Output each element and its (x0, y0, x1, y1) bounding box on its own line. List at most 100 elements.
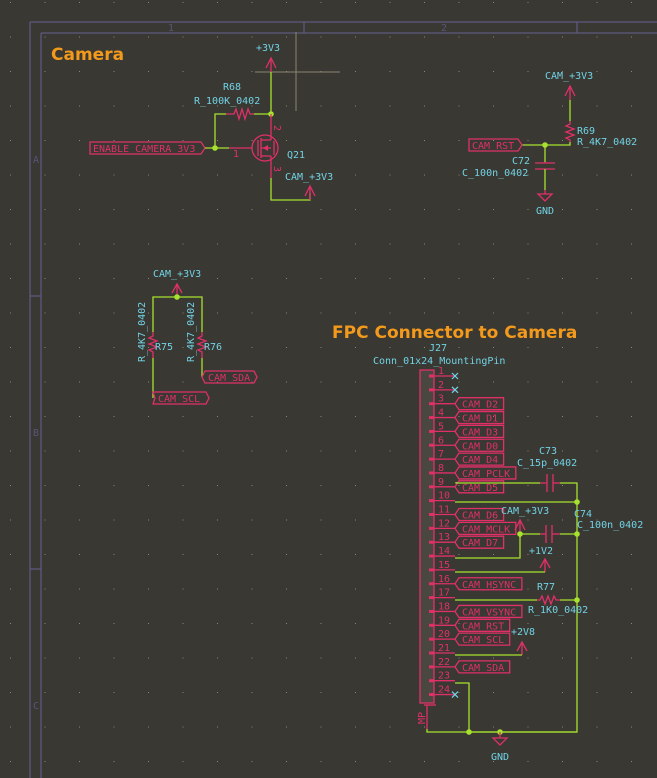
resistor-r77-icon[interactable] (537, 594, 560, 606)
grid-dot (286, 278, 287, 279)
r68-value: R_100K_0402 (194, 96, 260, 107)
mosfet-q21-icon[interactable] (229, 114, 279, 178)
label-cam-rst[interactable]: CAM_RST (468, 138, 523, 152)
grid-dot (355, 105, 356, 107)
reset-circuit[interactable]: CAM_+3V3 R69 R_4K7_0402 CAM_RST C72 C_10… (462, 71, 637, 217)
grid-dot (355, 381, 356, 383)
grid-dot (113, 657, 115, 659)
resistor-r69-icon[interactable] (564, 121, 576, 142)
connector-pin-17[interactable]: 17 (429, 588, 455, 600)
grid-dot (286, 588, 287, 590)
grid-dot (148, 105, 149, 107)
grid-dot (79, 657, 80, 659)
label-cam-scl[interactable]: CAM_SCL (152, 391, 210, 405)
net-label-cam-hsync[interactable]: CAM_HSYNC (454, 577, 523, 591)
net-label-cam-d2[interactable]: CAM_D2 (454, 397, 505, 411)
net-label-cam-mclk[interactable]: CAM_MCLK (454, 521, 517, 535)
connector-pin-3[interactable]: 3 CAM_D2 (429, 394, 505, 411)
resistor-r76-icon[interactable] (196, 332, 208, 358)
net-label-cam-d7[interactable]: CAM_D7 (454, 535, 505, 549)
connector-pin-10[interactable]: 10 (429, 491, 455, 503)
i2c-pullup-circuit[interactable]: CAM_+3V3 R75 R76 R_4K7_0402 R_4K7_0402 C… (137, 269, 258, 405)
capacitor-c73-icon[interactable] (540, 474, 560, 492)
capacitor-c74-icon[interactable] (540, 525, 560, 543)
grid-dot (562, 209, 563, 210)
net-label-cam-scl[interactable]: CAM_SCL (454, 632, 511, 646)
grid-dot (251, 174, 253, 176)
grid-dots (10, 2, 632, 762)
connector-pin-2[interactable]: 2 (429, 380, 459, 394)
connector-pin-23[interactable]: 23 (429, 671, 455, 683)
grid-dot (596, 2, 598, 3)
net-label-cam-d0[interactable]: CAM_D0 (454, 438, 505, 452)
grid-dot (113, 312, 115, 314)
rail-1v2-label: +1V2 (529, 546, 553, 557)
connector-j27[interactable]: J27 Conn_01x24_MountingPin 123CAM_D24CAM… (373, 343, 523, 729)
net-label-cam-d1[interactable]: CAM_D1 (454, 410, 505, 425)
grid-dot (44, 416, 46, 417)
net-label-cam-pclk[interactable]: CAM_PCLK (454, 466, 517, 480)
net-label-cam-d5[interactable]: CAM_D5 (454, 480, 505, 494)
net-label-cam-d4[interactable]: CAM_D4 (454, 452, 505, 466)
net-label-cam-d3[interactable]: CAM_D3 (454, 424, 505, 438)
connector-wiring[interactable]: C73 C_15p_0402 CAM_+3V3 C74 C_100n_0402 … (426, 446, 643, 763)
power-enable-circuit[interactable]: +3V3 R68 R_100K_0402 ENABLE_CAMERA_3V3 (89, 43, 333, 201)
net-label-cam-vsync[interactable]: CAM_VSYNC (454, 604, 523, 618)
grid-dot (527, 519, 529, 521)
grid-dot (458, 623, 460, 624)
resistor-r68-icon[interactable] (226, 106, 254, 122)
junction (574, 531, 580, 537)
grid-dot (389, 71, 391, 72)
grid-dot (458, 140, 460, 141)
grid-dot (320, 692, 322, 693)
column-label-1: 1 (168, 23, 174, 34)
grid-dot (424, 140, 425, 141)
connector-pin-24[interactable]: 24 (429, 685, 459, 698)
connector-pin-19[interactable]: 19 CAM_RST (429, 615, 511, 632)
grid-dot (251, 761, 253, 762)
connector-pin-1[interactable]: 1 (429, 366, 459, 380)
connector-pin-21[interactable]: 21 (429, 643, 455, 655)
net-label-text: CAM_HSYNC (462, 580, 516, 591)
net-label-cam-d6[interactable]: CAM_D6 (454, 507, 505, 522)
connector-pin-14[interactable]: 14 (429, 546, 455, 558)
connector-pin-15[interactable]: 15 (429, 560, 455, 572)
pin-number: 19 (438, 615, 450, 626)
grid-dot (355, 174, 356, 176)
net-label-cam-rst[interactable]: CAM_RST (454, 618, 511, 632)
pin-number: 1 (438, 366, 444, 377)
label-cam-sda[interactable]: CAM_SDA (201, 370, 258, 384)
net-label-cam-sda[interactable]: CAM_SDA (454, 660, 511, 674)
grid-dot (148, 2, 149, 3)
grid-dot (217, 519, 218, 521)
power-arrow-icon (265, 56, 277, 72)
grid-dot (44, 485, 46, 486)
grid-dot (596, 36, 598, 38)
grid-dot (631, 692, 632, 693)
grid-dot (251, 726, 253, 728)
grid-dot (424, 347, 425, 348)
capacitor-c72-icon[interactable] (535, 162, 555, 170)
grid-dot (527, 554, 529, 555)
junction (174, 294, 180, 300)
grid-dot (389, 36, 391, 38)
resistor-r75-icon[interactable] (147, 332, 159, 358)
grid-dot (79, 36, 80, 38)
label-enable-camera[interactable]: ENABLE_CAMERA_3V3 (89, 141, 206, 155)
pin-number: 3 (438, 394, 444, 405)
grid-dot (113, 278, 115, 279)
